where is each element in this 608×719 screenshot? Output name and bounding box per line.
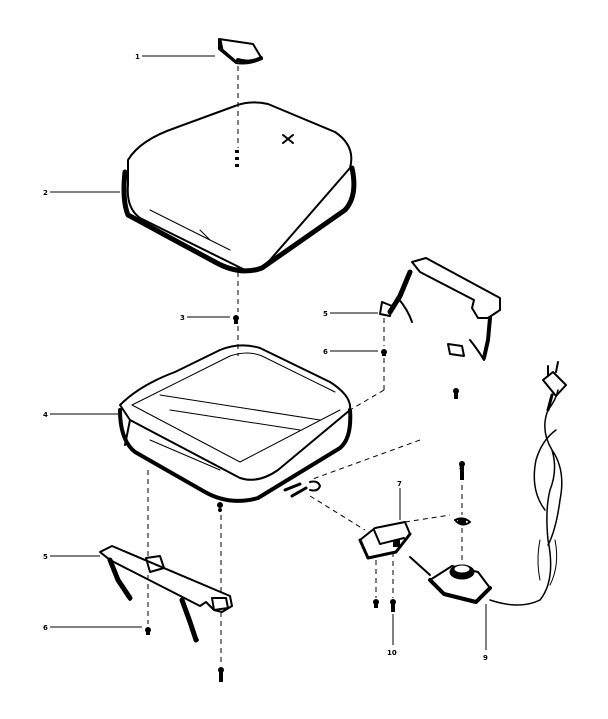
label-part-10: 10 <box>387 649 397 657</box>
label-part-3: 3 <box>180 314 185 322</box>
label-part-6-upper: 6 <box>323 348 328 356</box>
cover-lid <box>121 101 357 274</box>
part-labels: 1 2 3 4 5 5 6 6 7 8 9 10 <box>43 53 488 662</box>
assembly-lines <box>147 66 463 664</box>
pan-base <box>118 344 353 512</box>
label-part-9: 9 <box>483 654 488 662</box>
lid-handle-knob <box>218 38 263 65</box>
screw-3 <box>233 315 239 324</box>
screw-6-lower <box>145 627 151 635</box>
control-bracket <box>358 521 412 560</box>
temperature-control <box>409 517 492 604</box>
label-part-5-lower: 5 <box>43 553 48 561</box>
screw-bottom-center <box>218 667 224 682</box>
label-part-8: 8 <box>459 464 464 472</box>
screw-10 <box>390 599 396 612</box>
power-cord <box>489 361 567 606</box>
label-part-2: 2 <box>43 189 48 197</box>
handle-left <box>99 545 233 643</box>
label-part-5-upper: 5 <box>323 310 328 318</box>
handle-right <box>379 257 501 361</box>
label-part-7: 7 <box>397 480 402 488</box>
screw-bracket-left <box>373 599 379 608</box>
label-part-6-lower: 6 <box>43 624 48 632</box>
screw-upper-right <box>453 388 459 399</box>
leader-lines <box>50 55 487 650</box>
label-part-4: 4 <box>43 411 48 419</box>
label-part-1: 1 <box>135 53 140 61</box>
washer-6-upper <box>381 349 387 356</box>
